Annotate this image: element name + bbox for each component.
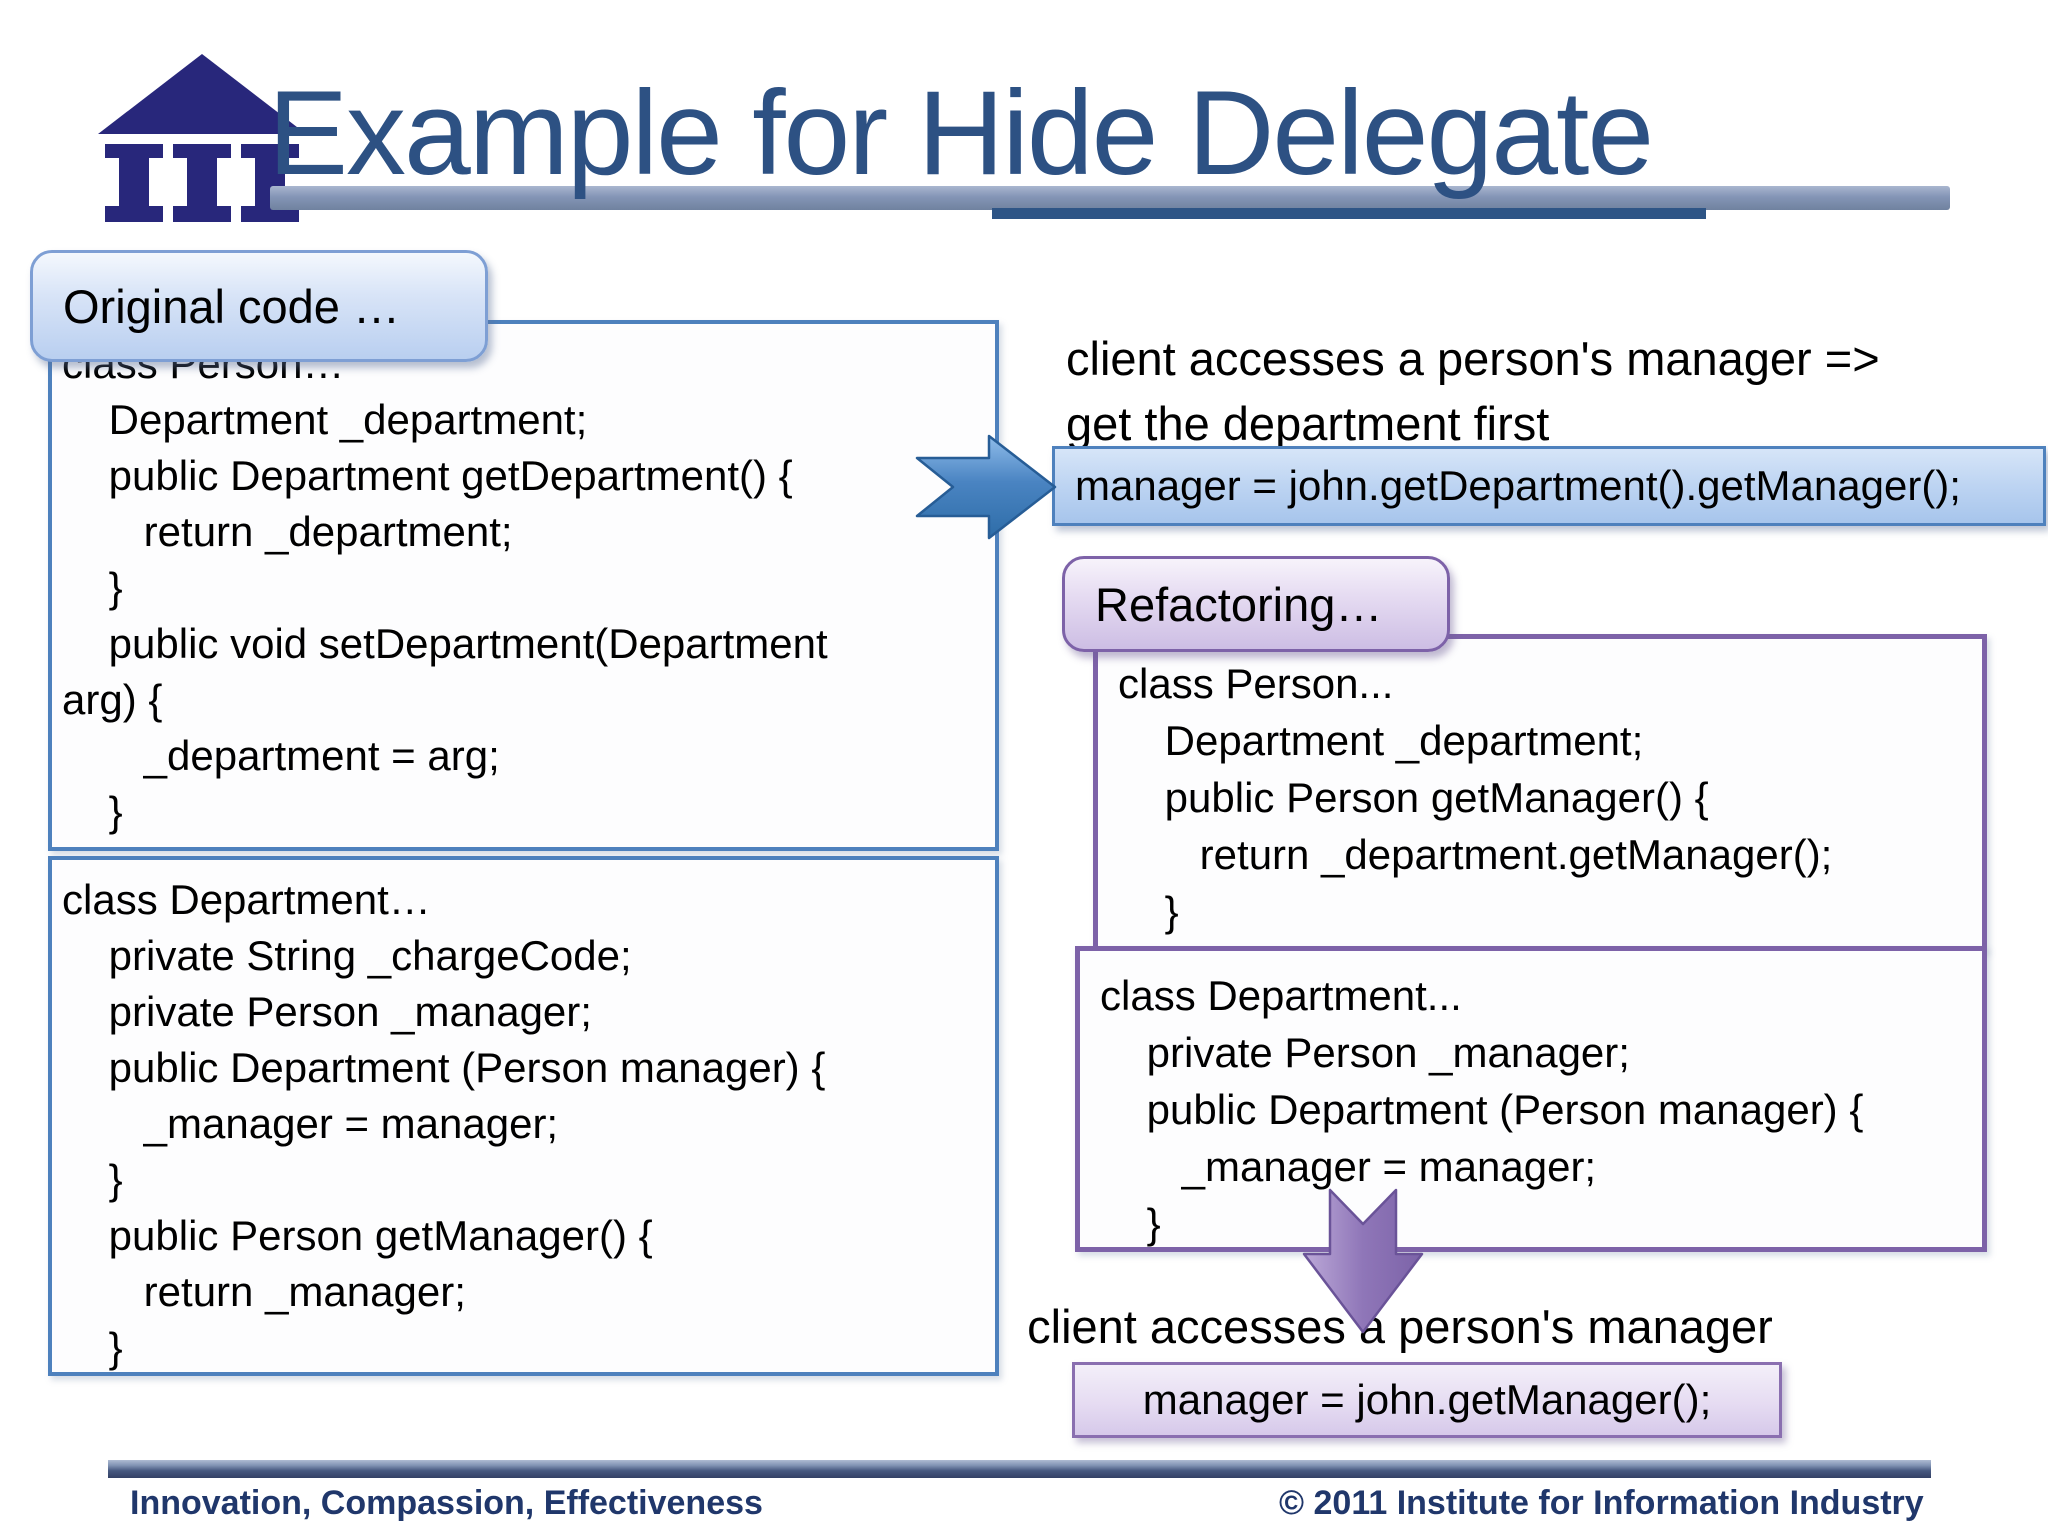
code-line: private Person _manager;: [1100, 1029, 1630, 1076]
code-line: private String _chargeCode;: [62, 932, 632, 979]
code-line: Department _department;: [1118, 717, 1644, 764]
code-line: public Department getDepartment() {: [62, 452, 793, 499]
code-line: _manager = manager;: [1100, 1143, 1597, 1190]
code-line: arg) {: [62, 676, 163, 723]
original-department-box: class Department… private String _charge…: [48, 856, 999, 1376]
client-before-text: client accesses a person's manager => ge…: [1066, 326, 1880, 456]
code-line: public Person getManager() {: [62, 1212, 653, 1259]
client-before-line1: client accesses a person's manager =>: [1066, 332, 1880, 385]
notched-right-arrow-icon: [915, 434, 1057, 540]
code-line: Department _department;: [62, 396, 588, 443]
code-line: }: [62, 1324, 123, 1371]
footer-copyright: © 2011 Institute for Information Industr…: [1279, 1484, 1924, 1522]
refactored-person-box: class Person... Department _department; …: [1093, 634, 1987, 951]
code-before-highlight: manager = john.getDepartment().getManage…: [1052, 446, 2046, 526]
code-line: }: [1100, 1200, 1161, 1247]
code-line: }: [1118, 888, 1179, 935]
code-line: return _manager;: [62, 1268, 466, 1315]
original-code-callout-label: Original code …: [63, 279, 400, 333]
code-line: }: [62, 1156, 123, 1203]
code-line: return _department.getManager();: [1118, 831, 1833, 878]
code-line: public void setDepartment(Department: [62, 620, 828, 667]
client-after-text: client accesses a person's manager: [950, 1294, 1850, 1359]
code-after-text: manager = john.getManager();: [1142, 1376, 1712, 1423]
refactored-department-box: class Department... private Person _mana…: [1075, 946, 1987, 1252]
refactoring-callout-label: Refactoring…: [1095, 577, 1383, 631]
code-line: return _department;: [62, 508, 513, 555]
original-person-box: class Person… Department _department; pu…: [48, 320, 999, 851]
code-line: }: [62, 788, 123, 835]
code-line: public Department (Person manager) {: [62, 1044, 826, 1091]
client-after-label: client accesses a person's manager: [1027, 1300, 1773, 1353]
code-line: class Department…: [62, 876, 431, 923]
code-line: _manager = manager;: [62, 1100, 559, 1147]
code-line: private Person _manager;: [62, 988, 592, 1035]
footer-motto: Innovation, Compassion, Effectiveness: [130, 1484, 763, 1522]
code-after-highlight: manager = john.getManager();: [1072, 1362, 1782, 1438]
code-line: class Department...: [1100, 972, 1462, 1019]
code-line: class Person...: [1118, 660, 1394, 707]
code-line: _department = arg;: [62, 732, 500, 779]
code-line: public Department (Person manager) {: [1100, 1086, 1864, 1133]
title-underline: [992, 208, 1706, 219]
code-line: public Person getManager() {: [1118, 774, 1709, 821]
client-before-line2: get the department first: [1066, 397, 1550, 450]
footer-divider: [108, 1460, 1931, 1478]
title-divider: [270, 186, 1950, 210]
institution-temple-icon: [98, 54, 306, 222]
notched-down-arrow-icon: [1302, 1188, 1424, 1334]
refactoring-callout: Refactoring…: [1062, 556, 1450, 652]
original-code-callout: Original code …: [30, 250, 488, 362]
page-title: Example for Hide Delegate: [268, 66, 1654, 200]
code-line: }: [62, 564, 123, 611]
code-before-text: manager = john.getDepartment().getManage…: [1075, 462, 1961, 509]
